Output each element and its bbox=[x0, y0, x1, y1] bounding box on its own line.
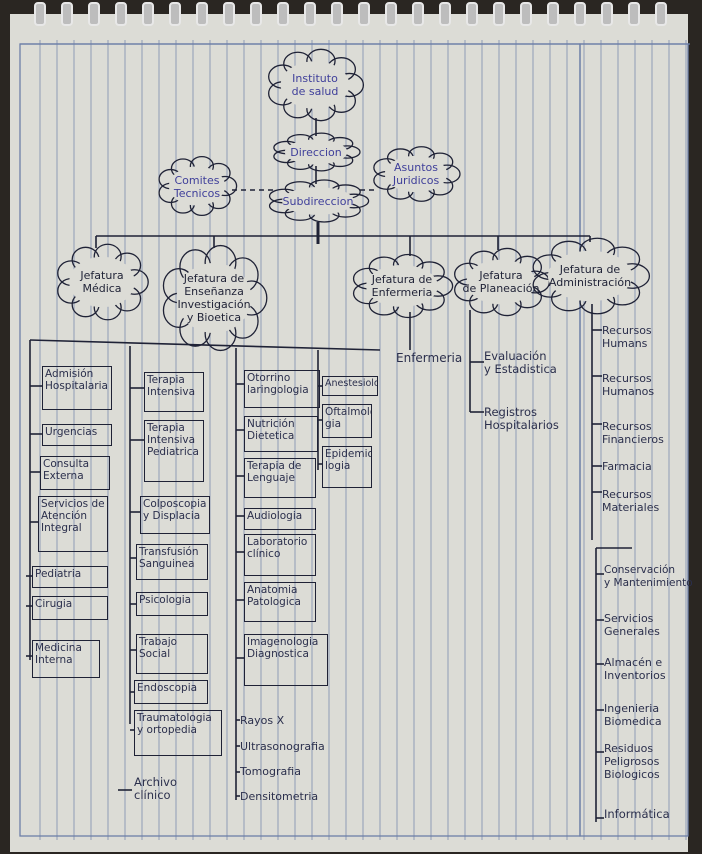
box-psicologia: Psicologia bbox=[136, 592, 208, 616]
spiral-ring bbox=[277, 2, 289, 26]
box-anestesiologia: Anestesiologia bbox=[322, 376, 378, 396]
cloud-jefatura-medica bbox=[57, 243, 149, 321]
text-recursos-materiales: Recursos Materiales bbox=[602, 488, 660, 514]
box-terapia-intensiva: Terapia Intensiva bbox=[144, 372, 204, 412]
spiral-binding bbox=[0, 0, 702, 26]
text-rayos-x: Rayos X bbox=[240, 714, 285, 727]
box-admision: Admisión Hospitalaria bbox=[42, 366, 112, 410]
text-recursos-humans: Recursos Humans bbox=[602, 324, 652, 350]
text-recursos-humanos: Recursos Humanos bbox=[602, 372, 655, 398]
cloud-asuntos bbox=[373, 146, 461, 202]
text-servicios-generales: Servicios Generales bbox=[604, 612, 660, 638]
box-anatomia: Anatomia Patologica bbox=[244, 582, 316, 622]
connector-line bbox=[29, 339, 381, 351]
spiral-ring bbox=[115, 2, 127, 26]
spiral-ring bbox=[439, 2, 451, 26]
box-colposcopia: Colposcopia y Displacia bbox=[140, 496, 210, 534]
spiral-ring bbox=[331, 2, 343, 26]
spiral-ring bbox=[169, 2, 181, 26]
text-densitometria: Densitometria bbox=[240, 790, 319, 803]
box-servicios-atencion: Servicios de Atención Integral bbox=[38, 496, 108, 552]
notebook-page bbox=[10, 14, 688, 852]
cloud-jefatura-ensenanza bbox=[162, 244, 268, 352]
box-terapia-intensiva-pediatrica: Terapia Intensiva Pediatrica bbox=[144, 420, 204, 482]
spiral-ring bbox=[358, 2, 370, 26]
cloud-comites bbox=[158, 155, 238, 217]
spiral-ring bbox=[196, 2, 208, 26]
node-direccion: Direccion bbox=[290, 145, 342, 159]
cloud-instituto bbox=[268, 48, 365, 122]
box-terapia-lenguaje: Terapia de Lenguaje bbox=[244, 458, 316, 498]
box-oftalmologia: Oftalmolo gia bbox=[322, 404, 372, 438]
box-epidemiologia: Epidemio logia bbox=[322, 446, 372, 488]
spiral-ring bbox=[304, 2, 316, 26]
text-residuos: Residuos Peligrosos Biologicos bbox=[604, 742, 660, 781]
spiral-ring bbox=[520, 2, 532, 26]
text-almacen: Almacén e Inventorios bbox=[604, 656, 666, 682]
spiral-ring bbox=[547, 2, 559, 26]
spiral-ring bbox=[574, 2, 586, 26]
cloud-subdireccion bbox=[268, 179, 370, 223]
text-tomografia: Tomografia bbox=[240, 765, 301, 778]
node-instituto: Instituto de salud bbox=[291, 72, 339, 98]
spiral-ring bbox=[655, 2, 667, 26]
box-endoscopia: Endoscopia bbox=[134, 680, 208, 704]
spiral-ring bbox=[601, 2, 613, 26]
text-registros: Registros Hospitalarios bbox=[484, 405, 559, 432]
node-subdireccion: Subdireccion bbox=[282, 194, 354, 208]
box-pediatria: Pediatria bbox=[32, 566, 108, 588]
box-cirugia: Cirugia bbox=[32, 596, 108, 620]
cloud-direccion bbox=[273, 132, 361, 172]
node-jefatura-ensenanza: Jefatura de Enseñanza Investigación y Bi… bbox=[177, 272, 251, 324]
spiral-ring bbox=[250, 2, 262, 26]
box-audiologia: Audiologia bbox=[244, 508, 316, 530]
spiral-ring bbox=[412, 2, 424, 26]
notebook-frame-right bbox=[579, 43, 689, 837]
text-conservacion: Conservación y Mantenimiento bbox=[604, 564, 693, 589]
text-ultrasonografia: Ultrasonografia bbox=[240, 740, 325, 753]
spiral-ring bbox=[88, 2, 100, 26]
box-traumatologia: Traumatologia y ortopedia bbox=[134, 710, 222, 756]
node-jefatura-medica: Jefatura Médica bbox=[80, 269, 124, 295]
text-evaluacion: Evaluación y Estadistica bbox=[484, 349, 557, 376]
spiral-ring bbox=[385, 2, 397, 26]
spiral-ring bbox=[466, 2, 478, 26]
spiral-ring bbox=[493, 2, 505, 26]
box-trabajo-social: Trabajo Social bbox=[136, 634, 208, 674]
box-imagenologia: Imagenologia Diagnostica bbox=[244, 634, 328, 686]
node-jefatura-planeacion: Jefatura de Planeación bbox=[462, 269, 540, 295]
cloud-jefatura-enfermeria bbox=[352, 253, 454, 319]
text-enfermeria: Enfermeria bbox=[396, 351, 463, 365]
spiral-ring bbox=[61, 2, 73, 26]
text-archivo-clinico: Archivo clínico bbox=[134, 775, 177, 802]
box-laboratorio: Laboratorio clínico bbox=[244, 534, 316, 576]
node-comites: Comites Tecnicos bbox=[173, 174, 221, 200]
box-medicina-interna: Medicina Interna bbox=[32, 640, 100, 678]
node-asuntos: Asuntos Juridicos bbox=[392, 161, 440, 187]
box-consulta-externa: Consulta Externa bbox=[40, 456, 110, 490]
spiral-ring bbox=[628, 2, 640, 26]
text-informatica: Informática bbox=[604, 807, 670, 821]
spiral-ring bbox=[34, 2, 46, 26]
spiral-ring bbox=[142, 2, 154, 26]
text-recursos-financieros: Recursos Financieros bbox=[602, 420, 664, 446]
box-transfusion: Transfusión Sanguinea bbox=[136, 544, 208, 580]
text-farmacia: Farmacia bbox=[602, 460, 652, 473]
text-ingenieria-biomedica: Ingenieria Biomedica bbox=[604, 702, 662, 728]
node-jefatura-administracion: Jefatura de Administración bbox=[548, 263, 632, 289]
cloud-jefatura-administracion bbox=[532, 237, 651, 315]
box-otorrino: Otorrino laringologia bbox=[244, 370, 320, 408]
node-jefatura-enfermeria: Jefatura de Enfermeria bbox=[371, 273, 433, 299]
spiral-ring bbox=[223, 2, 235, 26]
cloud-jefatura-planeacion bbox=[454, 247, 551, 317]
box-nutricion: Nutrición Dietetica bbox=[244, 416, 318, 452]
box-urgencias: Urgencias bbox=[42, 424, 112, 446]
